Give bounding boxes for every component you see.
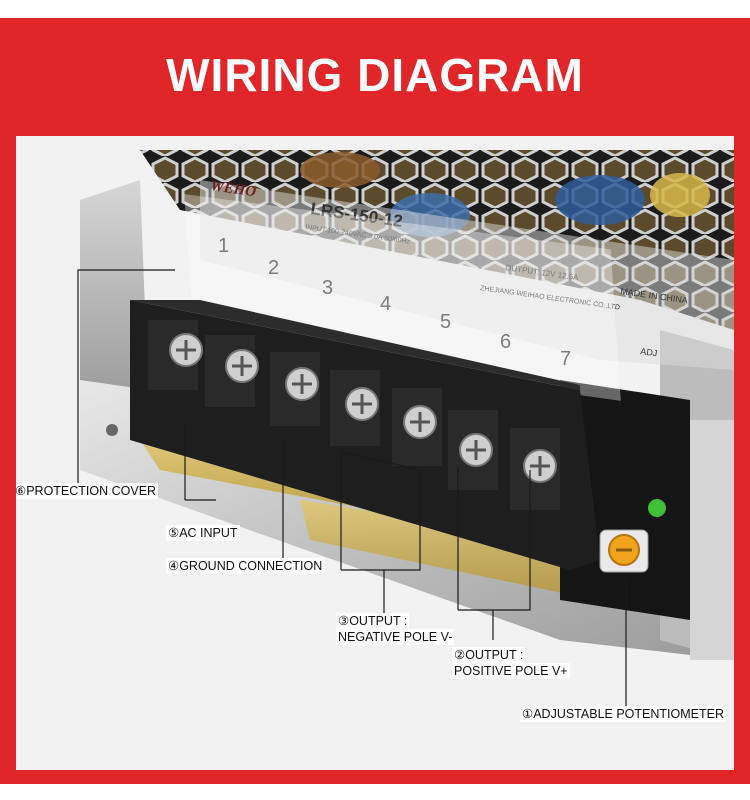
label-negative-line2: NEGATIVE POLE V- (336, 629, 455, 645)
terminal-screws (148, 320, 560, 510)
adj-print: ADJ (640, 346, 658, 358)
label-positive-line1: ②OUTPUT : (452, 647, 526, 663)
terminal-number: 6 (500, 331, 511, 353)
terminal-number: 5 (440, 311, 451, 333)
led-indicator (648, 499, 666, 517)
label-potentiometer: ①ADJUSTABLE POTENTIOMETER (520, 706, 726, 722)
terminal-number: 2 (268, 257, 279, 279)
power-supply-photo: WEHO LRS-150-12 INPUT:100-240VAC 3.0A 50… (16, 136, 734, 770)
frame-border-bottom (0, 770, 750, 784)
frame-border-right (734, 136, 750, 784)
label-protection-cover: ⑥PROTECTION COVER (16, 483, 159, 499)
label-positive-line2: POSITIVE POLE V+ (452, 663, 570, 679)
title-banner (0, 18, 750, 136)
terminal-number: 3 (322, 277, 333, 299)
frame-border-left (0, 136, 16, 784)
terminal-number: 4 (380, 293, 391, 315)
brand-print: WEHO (209, 178, 257, 200)
terminal-number: 7 (560, 348, 571, 370)
power-supply-illustration: WEHO LRS-150-12 INPUT:100-240VAC 3.0A 50… (16, 136, 734, 770)
terminal-number: 1 (218, 235, 229, 257)
label-ac-input: ⑤AC INPUT (166, 525, 240, 541)
label-negative-line1: ③OUTPUT : (336, 613, 410, 629)
diagram-title: WIRING DIAGRAM (166, 49, 584, 101)
label-ground-connection: ④GROUND CONNECTION (166, 558, 325, 574)
